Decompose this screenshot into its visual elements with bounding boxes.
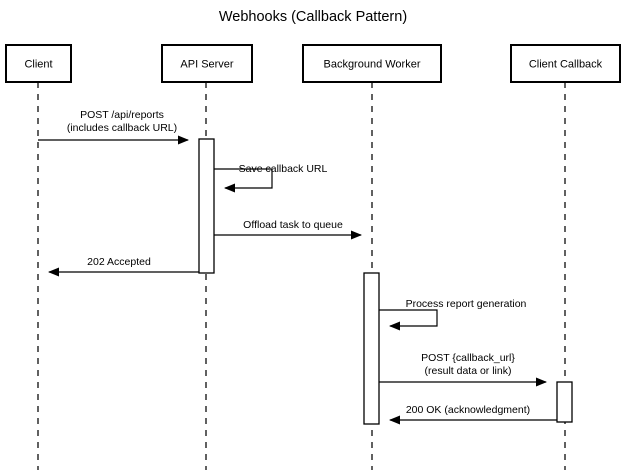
participant-box-client[interactable] [5,44,72,83]
messages-layer: POST /api/reports(includes callback URL)… [38,109,557,425]
participant-client[interactable]: Client [5,44,72,83]
participant-box-client_callback[interactable] [510,44,621,83]
actors-layer: Client API Server Background Worker Client … [5,44,621,83]
participant-label-api_server: API Server [180,59,234,71]
participant-label-background_worker: Background Worker [323,59,420,71]
message-label-msg-6: POST {callback_url} [421,352,515,364]
activation-bar-client_callback [556,381,573,423]
participant-client_callback[interactable]: Client Callback [510,44,621,83]
activation-bar-background_worker [363,272,380,425]
participant-label-client: Client [24,59,52,71]
message-msg-3[interactable]: Offload task to queue [214,219,362,240]
message-label-msg-6: (result data or link) [425,365,512,377]
message-label-msg-1: (includes callback URL) [67,122,177,134]
message-label-msg-7: 200 OK (acknowledgment) [406,404,530,416]
message-msg-1[interactable]: POST /api/reports(includes callback URL) [38,109,189,145]
participant-background_worker[interactable]: Background Worker [302,44,442,83]
message-msg-2[interactable]: Save callback URL [214,163,328,193]
participant-box-api_server[interactable] [161,44,253,83]
message-label-msg-3: Offload task to queue [243,219,343,231]
message-arrow-msg-5 [379,309,438,331]
message-label-msg-5: Process report generation [406,298,527,310]
participant-api_server[interactable]: API Server [161,44,253,83]
message-msg-5[interactable]: Process report generation [379,298,527,331]
message-msg-6[interactable]: POST {callback_url}(result data or link) [379,352,547,387]
message-msg-4[interactable]: 202 Accepted [48,256,199,277]
message-msg-7[interactable]: 200 OK (acknowledgment) [389,404,557,425]
message-arrow-msg-2 [214,168,273,193]
activation-bar-api_server [198,138,215,274]
message-label-msg-4: 202 Accepted [87,256,151,268]
message-label-msg-1: POST /api/reports [80,109,164,121]
participant-box-background_worker[interactable] [302,44,442,83]
participant-label-client_callback: Client Callback [529,59,603,71]
activations-layer [198,138,573,425]
diagram-title: Webhooks (Callback Pattern) [219,9,407,25]
message-label-msg-2: Save callback URL [239,163,328,175]
